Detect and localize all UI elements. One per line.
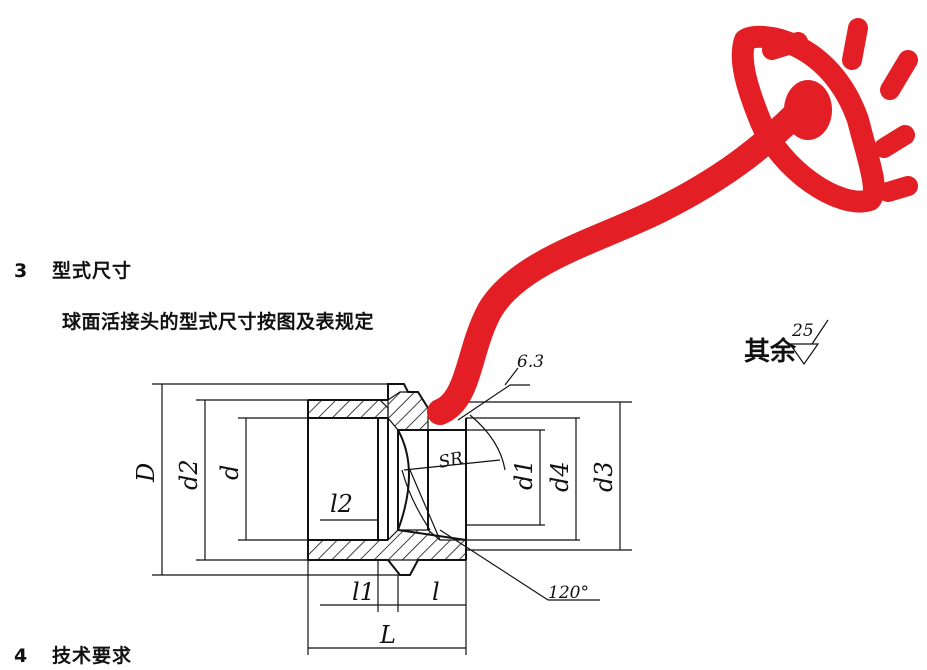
dim-angle: 120° (548, 583, 589, 603)
rest-finish-note: 其余 25 (744, 319, 829, 367)
dim-l1: l1 (352, 578, 375, 606)
section-4-number: 4 (14, 645, 29, 667)
section-3-title: 型式尺寸 (52, 260, 133, 282)
dim-d2: d2 (175, 459, 203, 490)
dim-l2: l2 (330, 490, 353, 518)
dim-d: d (216, 465, 244, 480)
red-annotation (427, 18, 918, 425)
dim-L: L (379, 621, 396, 649)
intro-paragraph: 球面活接头的型式尺寸按图及表规定 (62, 311, 375, 333)
red-eye-pupil (784, 80, 832, 140)
rest-value: 25 (791, 321, 814, 341)
section-3-heading: 3 型式尺寸 (14, 256, 132, 283)
dim-d4: d4 (546, 461, 574, 492)
surface-finish-value: 6.3 (517, 352, 544, 372)
dim-l: l (432, 578, 440, 606)
dim-SR: SR (437, 448, 465, 473)
dim-D: D (132, 463, 160, 483)
dim-d1: d1 (510, 459, 538, 490)
red-pen-stroke (427, 97, 813, 425)
dim-d3: d3 (590, 461, 618, 492)
extension-lines (152, 383, 632, 655)
section-4-title: 技术要求 (52, 645, 133, 667)
section-3-number: 3 (14, 260, 29, 282)
red-eyelashes (762, 18, 918, 202)
red-eye-outline (731, 25, 885, 213)
dimension-lines (161, 367, 621, 649)
section-4-heading: 4 技术要求 (14, 641, 132, 668)
rest-label: 其余 (744, 336, 797, 367)
dimension-labels: D d2 d d1 d4 d3 l2 l1 l L SR 120° 6.3 (132, 352, 618, 649)
